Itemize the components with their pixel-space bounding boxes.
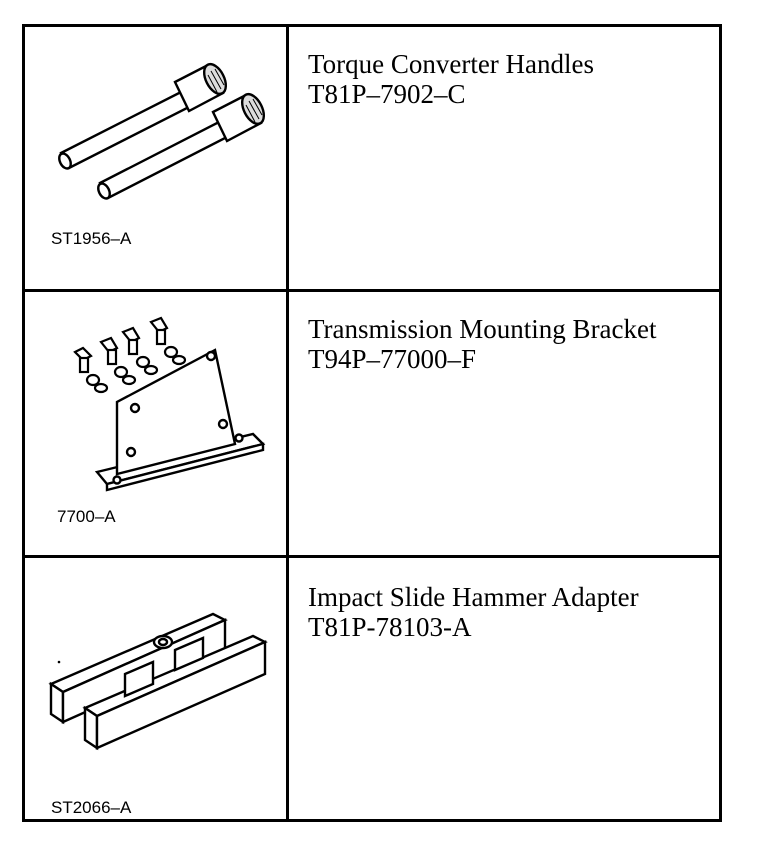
slide-hammer-adapter-illustration [48, 612, 268, 751]
tool-name: Torque Converter Handles [308, 49, 595, 79]
tool-row: 7700–A Transmission Mounting Bracket T94… [25, 292, 719, 558]
tool-table: ST1956–A Torque Converter Handles T81P–7… [22, 24, 722, 822]
part-number: T81P-78103-A [308, 612, 472, 642]
tool-description: Transmission Mounting Bracket T94P–77000… [308, 314, 657, 374]
tool-name: Impact Slide Hammer Adapter [308, 582, 639, 612]
tool-row: ST1956–A Torque Converter Handles T81P–7… [25, 27, 719, 292]
tool-image-cell: ST2066–A [25, 558, 289, 819]
tool-description: Torque Converter Handles T81P–7902–C [308, 49, 594, 109]
part-number: T94P–77000–F [308, 344, 477, 374]
illustration-code: 7700–A [57, 507, 116, 526]
tool-name: Transmission Mounting Bracket [308, 314, 657, 344]
torque-converter-handles-illustration [58, 62, 266, 200]
part-number: T81P–7902–C [308, 79, 466, 109]
tool-image-cell: ST1956–A [25, 27, 289, 289]
tool-row: ST2066–A Impact Slide Hammer Adapter T81… [25, 558, 719, 819]
tool-image-cell: 7700–A [25, 292, 289, 555]
mounting-bracket-illustration [73, 316, 266, 492]
tool-description: Impact Slide Hammer Adapter T81P-78103-A [308, 582, 639, 642]
illustration-code: ST1956–A [51, 229, 132, 248]
illustration-code: ST2066–A [51, 798, 132, 817]
